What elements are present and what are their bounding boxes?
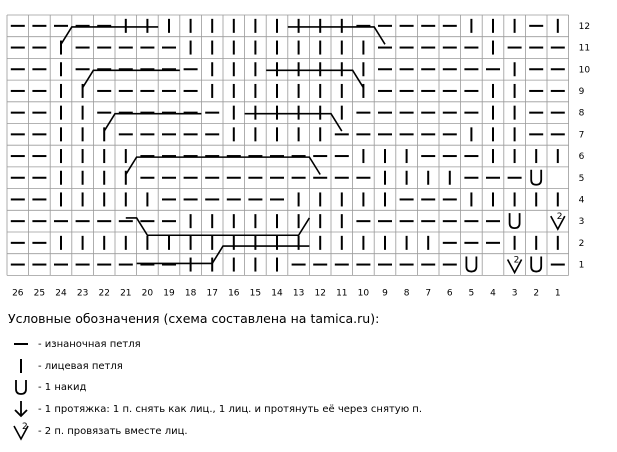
column-label: 9 (382, 288, 388, 298)
column-label: 24 (55, 288, 67, 298)
cable-line (81, 69, 180, 89)
yarn-over-stitch (530, 169, 543, 186)
legend-item-ssk: - 1 протяжка: 1 п. снять как лиц., 1 лиц… (8, 399, 422, 419)
row-label: 12 (579, 22, 590, 32)
svg-text:2: 2 (22, 422, 28, 432)
cable-line (266, 69, 365, 89)
column-label: 18 (185, 288, 197, 298)
cable-line (223, 217, 311, 237)
column-label: 3 (512, 288, 518, 298)
legend-item-knit: - лицевая петля (8, 356, 123, 376)
column-label: 17 (206, 288, 217, 298)
row-label: 6 (579, 152, 585, 162)
row-label: 7 (579, 130, 585, 140)
column-label: 4 (490, 288, 496, 298)
column-label: 14 (271, 288, 283, 298)
k2tog-stitch (550, 215, 566, 231)
k2tog-icon: 2 (13, 422, 29, 441)
column-label: 6 (447, 288, 453, 298)
row-label: 3 (579, 217, 585, 227)
row-label: 5 (579, 174, 585, 184)
column-label: 15 (250, 288, 261, 298)
yarn-over-icon (15, 380, 27, 395)
column-label: 19 (163, 288, 175, 298)
row-label: 1 (579, 261, 585, 271)
row-label: 10 (579, 65, 591, 75)
cable-line (60, 26, 159, 45)
cable-line (244, 112, 343, 132)
column-label: 23 (77, 288, 88, 298)
legend-item-yarn-over: - 1 накид (8, 377, 86, 397)
legend-item-text: - изнаночная петля (38, 338, 141, 350)
column-label: 26 (12, 288, 24, 298)
legend-item-purl: - изнаночная петля (8, 334, 141, 354)
ssk-icon (14, 401, 28, 418)
column-label: 7 (425, 288, 431, 298)
yarn-over-stitch (465, 256, 478, 273)
cable-line (287, 26, 386, 45)
column-label: 12 (314, 288, 325, 298)
column-label: 1 (555, 288, 561, 298)
cable-line (103, 112, 202, 132)
column-label: 5 (469, 288, 475, 298)
legend-item-k2tog: 2 - 2 п. провязать вместе лиц. (8, 421, 188, 441)
legend-item-text: - 1 протяжка: 1 п. снять как лиц., 1 лиц… (38, 403, 423, 415)
k2tog-stitch (506, 259, 523, 275)
cable-line (136, 245, 310, 265)
legend-item-text: - 2 п. провязать вместе лиц. (38, 425, 188, 437)
cable-line (125, 156, 321, 175)
k2tog-number: 2 (514, 256, 520, 266)
legend-title: Условные обозначения (схема составлена н… (8, 311, 380, 326)
column-label: 13 (293, 288, 304, 298)
column-label: 21 (120, 288, 131, 298)
column-label: 8 (404, 288, 410, 298)
column-label: 10 (358, 288, 370, 298)
purl-icon (14, 343, 28, 345)
column-label: 11 (336, 288, 347, 298)
yarn-over-stitch (530, 256, 543, 273)
row-label: 2 (579, 239, 585, 249)
row-label: 11 (579, 44, 590, 54)
legend-item-text: - лицевая петля (38, 360, 123, 372)
row-label: 9 (579, 87, 585, 97)
row-label: 8 (579, 109, 585, 119)
knit-icon (20, 359, 22, 373)
column-label: 2 (533, 288, 539, 298)
k2tog-number: 2 (557, 212, 563, 222)
column-label: 22 (98, 288, 109, 298)
column-label: 25 (34, 288, 45, 298)
cable-line (125, 217, 223, 237)
yarn-over-stitch (508, 213, 521, 230)
column-label: 20 (142, 288, 154, 298)
column-label: 16 (228, 288, 240, 298)
row-label: 4 (579, 195, 585, 205)
legend-item-text: - 1 накид (38, 381, 87, 393)
